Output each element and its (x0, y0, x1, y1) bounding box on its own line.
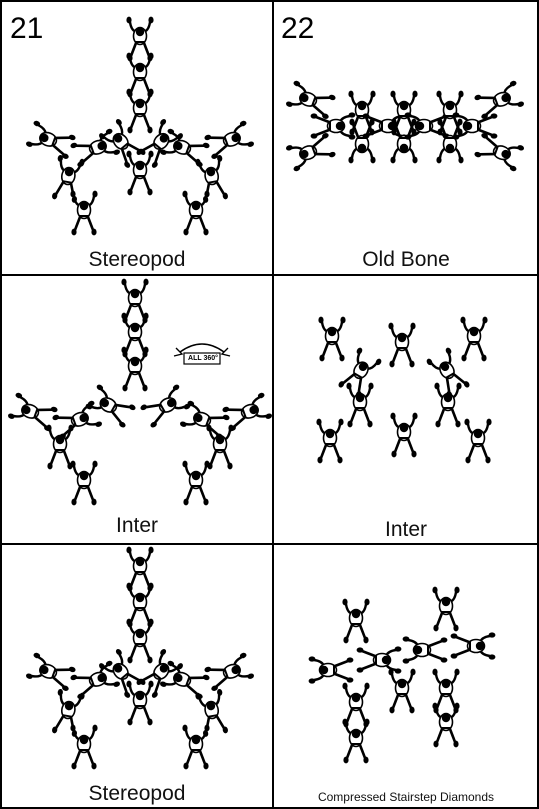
inter-formation-left (5, 277, 275, 507)
label-inter-left: Inter (115, 514, 159, 537)
formation-number-22: 22 (281, 12, 315, 45)
label-stereopod-top: Stereopod (88, 248, 186, 271)
rotate-360-icon (173, 343, 231, 365)
formation-number-21: 21 (10, 12, 44, 45)
stereopod-formation-top (23, 15, 257, 237)
label-old-bone: Old Bone (362, 248, 450, 271)
stereopod-formation-bottom (23, 545, 257, 771)
rotation-note: ALL 360° (188, 355, 218, 362)
label-inter-right: Inter (384, 518, 428, 541)
label-compressed-stairstep-diamonds: Compressed Stairstep Diamonds (317, 790, 495, 804)
inter-formation-right (315, 315, 493, 465)
label-stereopod-bottom: Stereopod (88, 782, 186, 805)
old-bone-formation (283, 78, 527, 174)
compressed-stairstep-diamonds-formation (307, 585, 497, 765)
